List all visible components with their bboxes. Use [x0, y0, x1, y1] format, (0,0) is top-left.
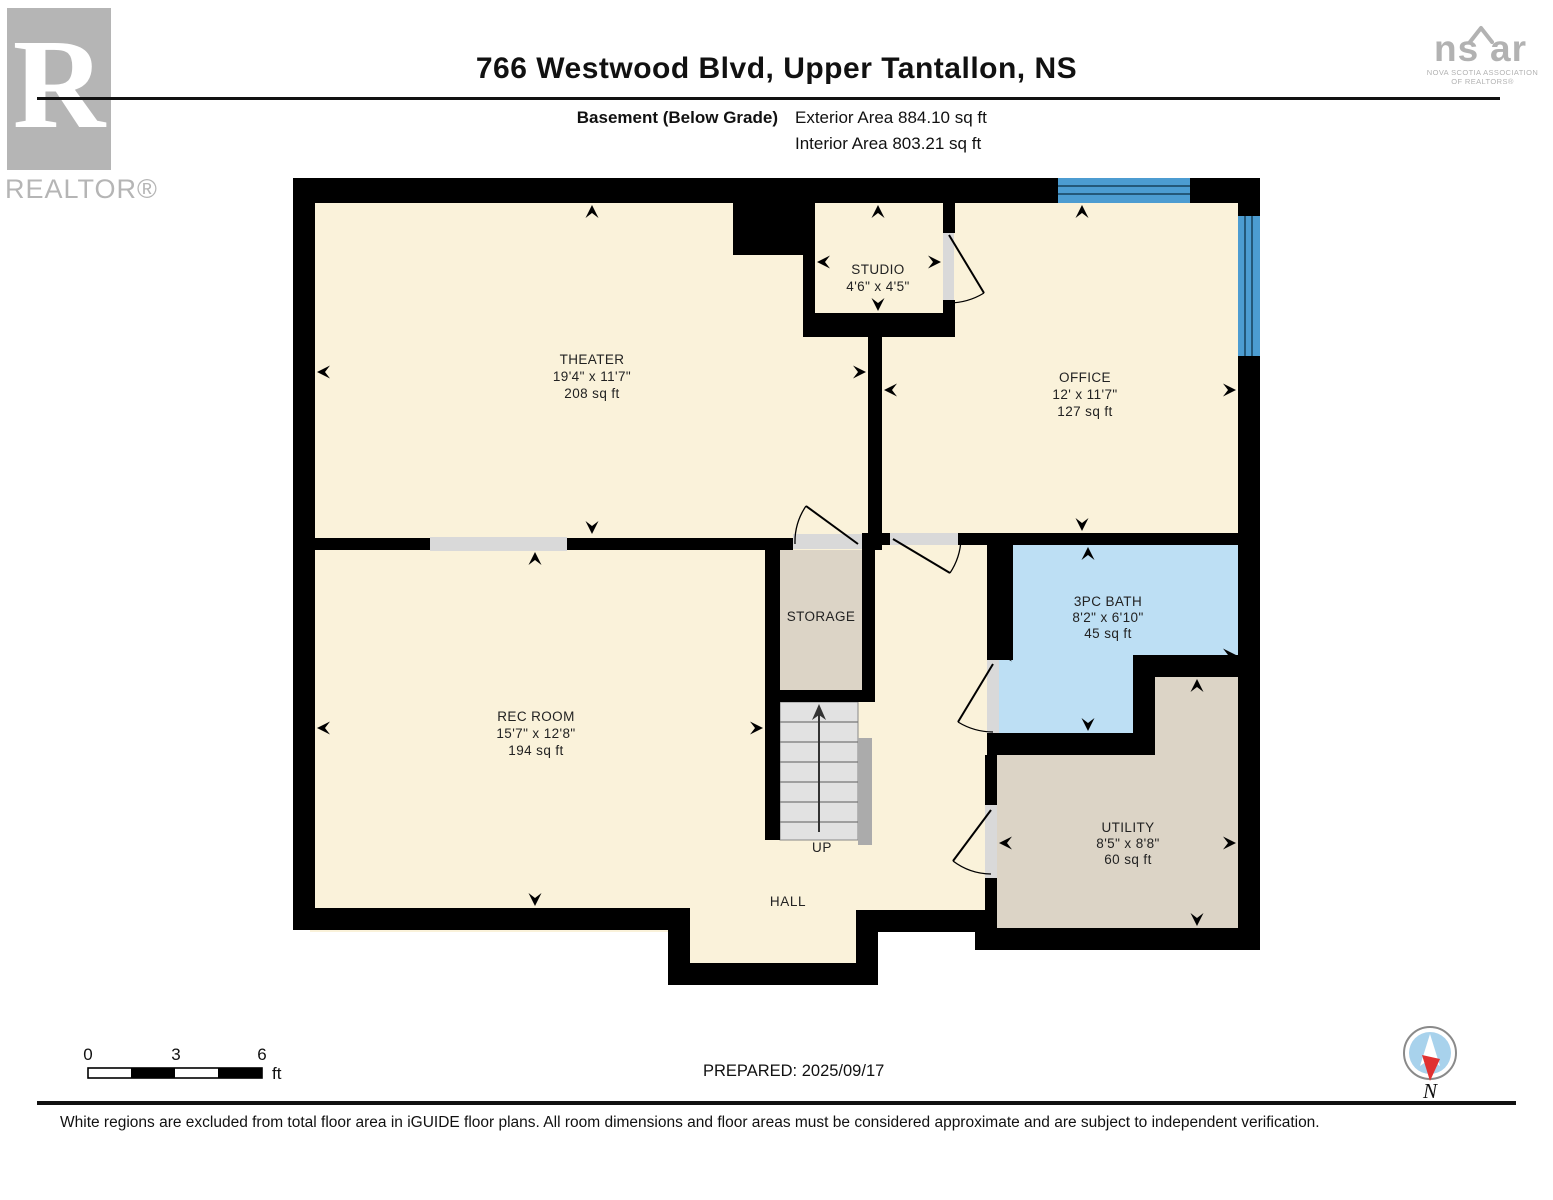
realtor-logo: R REALTOR® — [5, 8, 177, 208]
svg-text:3PC BATH: 3PC BATH — [1074, 594, 1142, 609]
north-label: N — [1422, 1079, 1438, 1103]
scale-0: 0 — [83, 1045, 92, 1064]
utility-floor — [997, 677, 1238, 928]
cased-opening-theater-rec — [430, 537, 567, 551]
svg-text:STUDIO: STUDIO — [851, 262, 904, 277]
compass-needle-north — [1422, 1055, 1440, 1081]
room-label-hall: HALL — [770, 894, 806, 909]
compass-icon: N — [1403, 1026, 1457, 1103]
svg-text:208 sq ft: 208 sq ft — [564, 386, 619, 401]
storage-floor — [780, 550, 862, 690]
floor-level-label: Basement (Below Grade) — [576, 108, 778, 127]
nsar-ar-text: ar — [1490, 28, 1527, 69]
svg-text:60 sq ft: 60 sq ft — [1104, 852, 1151, 867]
nsar-subtitle-2: OF REALTORS® — [1451, 77, 1514, 86]
staircase — [779, 701, 872, 845]
door-utility — [952, 809, 992, 875]
svg-text:127 sq ft: 127 sq ft — [1057, 404, 1112, 419]
svg-text:STORAGE: STORAGE — [787, 609, 856, 624]
exterior-area-text: Exterior Area 884.10 sq ft — [795, 108, 987, 127]
svg-text:4'6" x 4'5": 4'6" x 4'5" — [846, 279, 909, 294]
footer-divider — [37, 1101, 1516, 1105]
disclaimer-text: White regions are excluded from total fl… — [60, 1114, 1320, 1131]
scale-unit: ft — [272, 1064, 282, 1083]
room-label-theater: THEATER 19'4" x 11'7" 208 sq ft — [553, 352, 631, 401]
windows — [1058, 178, 1260, 356]
window-top — [1058, 178, 1190, 203]
svg-text:THEATER: THEATER — [560, 352, 625, 367]
room-label-storage: STORAGE — [787, 609, 856, 624]
prepared-date: PREPARED: 2025/09/17 — [703, 1062, 884, 1080]
door-bath — [957, 663, 994, 733]
page-title: 766 Westwood Blvd, Upper Tantallon, NS — [475, 52, 1078, 85]
svg-text:45 sq ft: 45 sq ft — [1084, 626, 1131, 641]
svg-text:8'2" x 6'10": 8'2" x 6'10" — [1072, 610, 1143, 625]
header-divider — [37, 97, 1500, 100]
door-studio-office — [948, 234, 985, 304]
nsar-ns-text: ns — [1434, 28, 1480, 69]
scale-bar: 0 3 6 ft — [83, 1045, 281, 1083]
nsar-logo: ns ar NOVA SCOTIA ASSOCIATION OF REALTOR… — [1420, 16, 1545, 86]
svg-text:194 sq ft: 194 sq ft — [508, 743, 563, 758]
scale-3: 3 — [171, 1045, 180, 1064]
stair-railing — [858, 738, 872, 845]
room-label-office: OFFICE 12' x 11'7" 127 sq ft — [1052, 370, 1117, 419]
door-openings — [430, 233, 999, 878]
interior-area-text: Interior Area 803.21 sq ft — [795, 134, 982, 153]
doors — [794, 234, 994, 875]
svg-text:12' x 11'7": 12' x 11'7" — [1052, 387, 1117, 402]
nsar-house-roof-icon — [1468, 26, 1494, 44]
room-label-bath: 3PC BATH 8'2" x 6'10" 45 sq ft — [1072, 594, 1143, 641]
svg-text:15'7" x 12'8": 15'7" x 12'8" — [496, 726, 575, 741]
stairs-up-label: UP — [812, 840, 832, 855]
room-label-rec-room: REC ROOM 15'7" x 12'8" 194 sq ft — [496, 709, 575, 758]
realtor-block-r-icon: R — [7, 8, 111, 170]
svg-text:8'5" x 8'8": 8'5" x 8'8" — [1096, 836, 1159, 851]
realtor-wordmark: REALTOR® — [5, 174, 158, 204]
window-right — [1238, 216, 1260, 356]
room-label-studio: STUDIO 4'6" x 4'5" — [846, 262, 909, 294]
door-theater-storage — [794, 505, 859, 545]
door-office-hall — [892, 538, 962, 574]
svg-text:19'4" x 11'7": 19'4" x 11'7" — [553, 369, 631, 384]
bath-floor — [999, 545, 1238, 733]
svg-text:OFFICE: OFFICE — [1059, 370, 1111, 385]
svg-text:UTILITY: UTILITY — [1101, 820, 1154, 835]
realtor-letter: R — [12, 12, 106, 155]
nsar-subtitle-1: NOVA SCOTIA ASSOCIATION — [1426, 68, 1539, 77]
svg-text:REC ROOM: REC ROOM — [497, 709, 574, 724]
room-label-utility: UTILITY 8'5" x 8'8" 60 sq ft — [1096, 820, 1159, 867]
scale-6: 6 — [257, 1045, 266, 1064]
